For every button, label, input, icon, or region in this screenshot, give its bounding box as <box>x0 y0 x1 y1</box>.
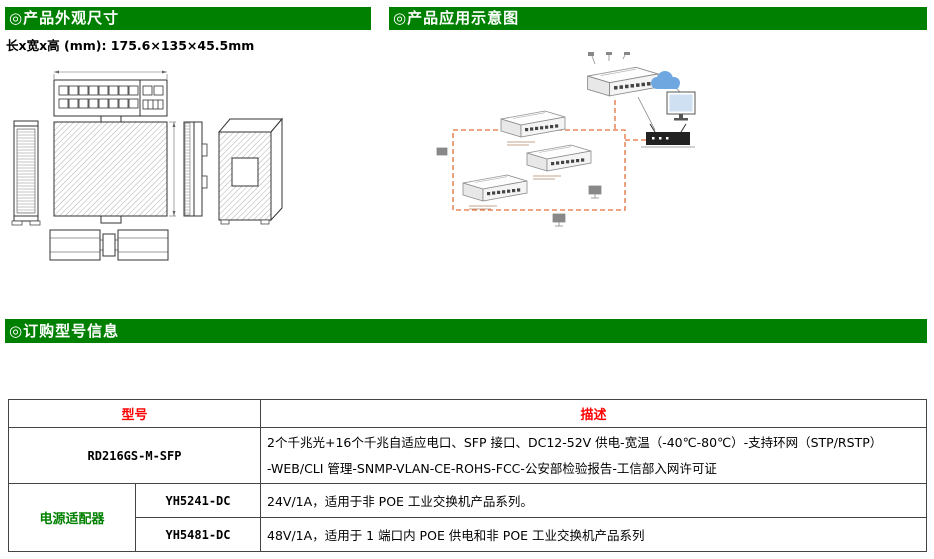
monitor-icon <box>666 91 696 121</box>
ring-switch-icon <box>462 174 528 202</box>
main-description-line1: 2个千兆光+16个千兆自适应电口、SFP 接口、DC12-52V 供电-宽温（-… <box>267 434 883 450</box>
ring-switch-icon <box>500 110 566 138</box>
section-header-dimensions: ◎产品外观尺寸 <box>5 7 371 30</box>
core-switch-icon <box>587 66 659 97</box>
adapter2-description-cell: 48V/1A，适用于 1 端口内 POE 供电和非 POE 工业交换机产品系列 <box>260 517 927 552</box>
adapter1-model-cell: YH5241-DC <box>134 483 262 518</box>
ring-network-links <box>452 100 646 211</box>
technical-drawings <box>11 70 284 261</box>
main-description-cell: 2个千兆光+16个千兆自适应电口、SFP 接口、DC12-52V 供电-宽温（-… <box>260 427 927 484</box>
rear-view-drawing <box>53 115 176 224</box>
adapter2-model-cell: YH5481-DC <box>134 517 262 552</box>
section-header-ordering-label: ◎订购型号信息 <box>9 322 120 340</box>
section-header-ordering: ◎订购型号信息 <box>5 319 927 343</box>
dimensions-text: 长x宽x高 (mm): 175.6×135×45.5mm <box>6 38 255 53</box>
uplink-endpoints <box>588 52 630 56</box>
adapter1-description-cell: 24V/1A，适用于非 POE 工业交换机产品系列。 <box>260 483 927 518</box>
model-column-header: 型号 <box>7 399 262 428</box>
table-row-adapter-2: YH5481-DC 48V/1A，适用于 1 端口内 POE 供电和非 POE … <box>9 517 927 552</box>
side-view-right-drawing <box>183 121 208 217</box>
side-view-left-drawing <box>11 120 41 226</box>
adapter-group-cell: 电源适配器 <box>8 483 136 552</box>
main-description-line2: -WEB/CLI 管理-SNMP-VLAN-CE-ROHS-FCC-公安部检验报… <box>267 460 717 476</box>
section-header-application-label: ◎产品应用示意图 <box>393 9 520 27</box>
table-row-main-model: RD216GS-M-SFP 2个千兆光+16个千兆自适应电口、SFP 接口、DC… <box>7 427 927 484</box>
section-header-application: ◎产品应用示意图 <box>389 7 927 30</box>
main-model-cell: RD216GS-M-SFP <box>7 427 262 484</box>
order-model-table: 型号 描述 RD216GS-M-SFP 2个千兆光+16个千兆自适应电口、SFP… <box>7 399 927 552</box>
section-header-dimensions-label: ◎产品外观尺寸 <box>9 9 120 27</box>
din-rail-view-drawing <box>49 229 169 261</box>
front-view-drawing <box>53 70 168 117</box>
switch-caption-marks <box>469 141 561 210</box>
end-device-icons <box>436 147 602 227</box>
ring-switch-icon <box>526 144 592 172</box>
table-row-adapter-1: 电源适配器 YH5241-DC 24V/1A，适用于非 POE 工业交换机产品系… <box>8 483 927 552</box>
cloud-icon <box>651 71 680 89</box>
application-diagram <box>436 52 696 227</box>
media-converter-icon <box>641 123 695 148</box>
perspective-view-drawing <box>217 117 284 225</box>
description-column-header: 描述 <box>260 399 927 428</box>
table-header-row: 型号 描述 <box>7 399 927 428</box>
